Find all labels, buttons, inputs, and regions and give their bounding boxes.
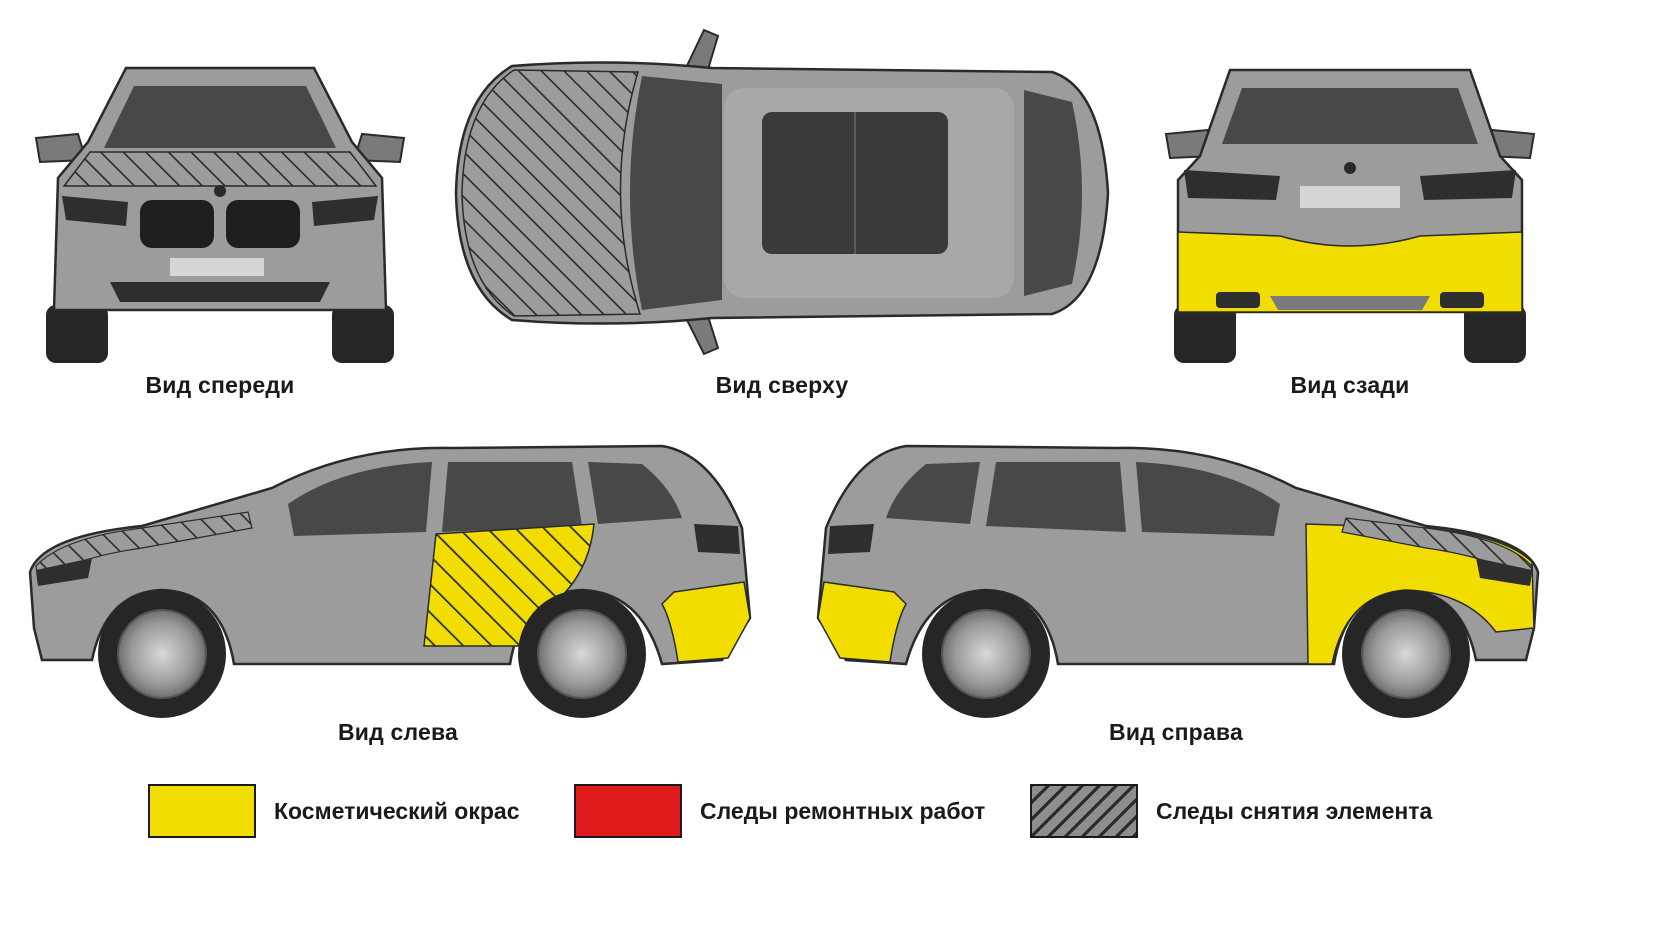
right-rear-rim bbox=[941, 609, 1031, 699]
top-rear-glass bbox=[1024, 90, 1082, 296]
left-rear-bumper-cosmetic bbox=[661, 581, 751, 663]
legend-repair: Следы ремонтных работ bbox=[574, 784, 985, 838]
front-lower-intake bbox=[110, 282, 330, 302]
left-rear-rim bbox=[537, 609, 627, 699]
legend-removal-label: Следы снятия элемента bbox=[1156, 797, 1433, 824]
legend-cosmetic-swatch bbox=[148, 784, 256, 838]
bmw-logo bbox=[214, 185, 226, 197]
legend-removal: Следы снятия элемента bbox=[1030, 784, 1432, 838]
legend-repair-label: Следы ремонтных работ bbox=[700, 797, 986, 824]
left-rear-window bbox=[442, 462, 582, 532]
front-view bbox=[30, 60, 410, 365]
front-grille-right bbox=[226, 200, 300, 248]
right-headlight bbox=[1476, 558, 1532, 586]
rear-left-tire bbox=[1174, 305, 1236, 363]
front-right-tire bbox=[332, 305, 394, 363]
top-windshield bbox=[630, 76, 722, 310]
right-quarter-window bbox=[886, 462, 980, 524]
rear-view bbox=[1160, 60, 1540, 365]
rear-right-exhaust bbox=[1440, 292, 1484, 308]
right-view-caption: Вид справа bbox=[1109, 719, 1243, 745]
front-right-headlight bbox=[312, 196, 378, 226]
left-view-caption: Вид слева bbox=[337, 719, 459, 745]
rear-right-tire bbox=[1464, 305, 1526, 363]
front-left-headlight bbox=[62, 196, 128, 226]
right-taillight bbox=[828, 524, 874, 554]
rear-plate bbox=[1300, 186, 1400, 208]
right-rear-bumper-cosmetic bbox=[817, 581, 907, 663]
rear-left-taillight bbox=[1184, 170, 1280, 200]
rear-diffuser bbox=[1270, 296, 1430, 310]
legend-repair-swatch bbox=[574, 784, 682, 838]
left-front-window bbox=[288, 462, 432, 536]
rear-view-caption: Вид сзади bbox=[1290, 372, 1410, 398]
front-plate bbox=[170, 258, 264, 276]
legend-cosmetic-label: Косметический окрас bbox=[274, 797, 520, 824]
legend-removal-swatch bbox=[1030, 784, 1138, 838]
left-headlight bbox=[36, 558, 92, 586]
rear-window bbox=[1222, 88, 1478, 144]
left-quarter-window bbox=[588, 462, 682, 524]
left-taillight bbox=[694, 524, 740, 554]
rear-left-exhaust bbox=[1216, 292, 1260, 308]
right-rear-window bbox=[986, 462, 1126, 532]
rear-bmw-logo bbox=[1344, 162, 1356, 174]
top-view bbox=[452, 28, 1112, 358]
left-view bbox=[22, 432, 762, 724]
rear-bumper-cosmetic bbox=[1177, 231, 1523, 313]
left-front-rim bbox=[117, 609, 207, 699]
top-view-caption: Вид сверху bbox=[715, 372, 849, 398]
right-front-window bbox=[1136, 462, 1280, 536]
front-view-caption: Вид спереди bbox=[145, 372, 295, 398]
rear-right-taillight bbox=[1420, 170, 1516, 200]
right-view bbox=[806, 432, 1546, 724]
front-windshield bbox=[104, 86, 336, 148]
front-left-tire bbox=[46, 305, 108, 363]
legend-cosmetic: Косметический окрас bbox=[148, 784, 520, 838]
front-grille-left bbox=[140, 200, 214, 248]
right-front-rim bbox=[1361, 609, 1451, 699]
